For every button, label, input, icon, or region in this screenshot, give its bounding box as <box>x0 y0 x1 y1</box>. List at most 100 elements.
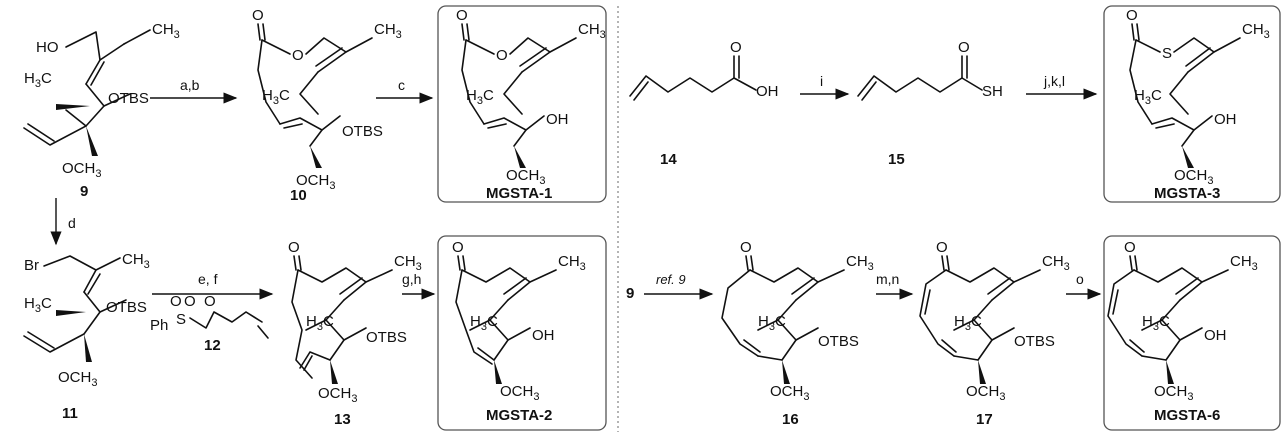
reagent-ab: a,b <box>180 77 200 93</box>
atom-H3C: H3C <box>262 87 290 107</box>
svg-text:OTBS: OTBS <box>366 329 407 346</box>
compound-13: O CH3 H3C OTBS OCH3 13 <box>288 239 422 428</box>
atom-CH3: CH3 <box>152 21 180 41</box>
atom-H3C: H3C <box>24 70 52 90</box>
svg-text:O: O <box>958 39 970 56</box>
atom-S: S <box>176 311 186 328</box>
svg-text:CH3: CH3 <box>122 251 150 271</box>
svg-text:OCH3: OCH3 <box>966 383 1005 403</box>
label-12: 12 <box>204 337 221 354</box>
svg-text:OTBS: OTBS <box>106 299 147 316</box>
reagent-gh: g,h <box>402 271 421 287</box>
compound-mgsta-3: O S CH3 H3C OH OCH3 MGSTA-3 <box>1103 5 1281 203</box>
svg-text:H3C: H3C <box>470 313 498 333</box>
svg-text:O: O <box>170 293 182 310</box>
svg-text:H3C: H3C <box>24 295 52 315</box>
reagent-d: d <box>68 215 76 231</box>
svg-text:OCH3: OCH3 <box>1174 167 1213 187</box>
compound-10: O O CH3 H3C OTBS OCH3 10 <box>252 7 402 204</box>
svg-text:OCH3: OCH3 <box>318 385 357 405</box>
compound-14: O OH 14 <box>629 39 779 168</box>
label-15: 15 <box>888 151 905 168</box>
compound-15: O SH 15 <box>857 39 1003 168</box>
svg-text:CH3: CH3 <box>1042 253 1070 273</box>
atom-OCH3: OCH3 <box>296 172 335 192</box>
atom-SH: SH <box>982 83 1003 100</box>
svg-text:H3C: H3C <box>1134 87 1162 107</box>
reagent-i: i <box>820 73 823 89</box>
svg-text:OH: OH <box>756 83 779 100</box>
label-9-start: 9 <box>626 285 634 302</box>
compound-mgsta-1: O O CH3 H3C OH OCH3 MGSTA-1 <box>437 5 607 203</box>
svg-text:O: O <box>1124 239 1136 256</box>
svg-text:CH3: CH3 <box>1230 253 1258 273</box>
atom-OCH3: OCH3 <box>62 160 101 180</box>
svg-text:H3C: H3C <box>758 313 786 333</box>
svg-text:H3C: H3C <box>1142 313 1170 333</box>
svg-text:O: O <box>292 47 304 64</box>
svg-text:CH3: CH3 <box>1242 21 1270 41</box>
svg-text:O: O <box>288 239 300 256</box>
label-mgsta-2: MGSTA-2 <box>486 407 552 424</box>
svg-text:OCH3: OCH3 <box>770 383 809 403</box>
reagent-mn: m,n <box>876 271 899 287</box>
compound-mgsta-2: O CH3 H3C OH OCH3 MGSTA-2 <box>437 235 607 431</box>
box-mgsta-6 <box>1103 235 1281 431</box>
svg-text:O: O <box>936 239 948 256</box>
svg-text:OTBS: OTBS <box>818 333 859 350</box>
label-mgsta-1: MGSTA-1 <box>486 185 552 202</box>
label-10: 10 <box>290 187 307 204</box>
svg-text:O: O <box>184 293 196 310</box>
atom-OTBS: OTBS <box>342 123 383 140</box>
atom-CH3: CH3 <box>374 21 402 41</box>
svg-text:H3C: H3C <box>466 87 494 107</box>
svg-text:OCH3: OCH3 <box>500 383 539 403</box>
atom-O: O <box>252 7 264 24</box>
label-11: 11 <box>62 405 78 422</box>
svg-text:O: O <box>456 7 468 24</box>
box-mgsta-3 <box>1103 5 1281 203</box>
svg-text:O: O <box>452 239 464 256</box>
reagent-ef: e, f <box>198 271 218 287</box>
box-mgsta-1 <box>437 5 607 203</box>
label-9: 9 <box>80 183 88 200</box>
label-14: 14 <box>660 151 677 168</box>
svg-text:CH3: CH3 <box>394 253 422 273</box>
svg-text:O: O <box>204 293 216 310</box>
svg-text:O: O <box>740 239 752 256</box>
svg-text:OTBS: OTBS <box>1014 333 1055 350</box>
label-16: 16 <box>782 411 799 428</box>
atom-OH: OH <box>546 111 569 128</box>
svg-text:CH3: CH3 <box>578 21 606 41</box>
atom-OTBS: OTBS <box>108 90 149 107</box>
svg-text:OH: OH <box>1204 327 1227 344</box>
label-mgsta-6: MGSTA-6 <box>1154 407 1220 424</box>
box-mgsta-2 <box>437 235 607 431</box>
compound-11: Br CH3 H3C OTBS OCH3 11 <box>23 251 150 422</box>
svg-text:CH3: CH3 <box>558 253 586 273</box>
label-mgsta-3: MGSTA-3 <box>1154 185 1220 202</box>
svg-text:OH: OH <box>1214 111 1237 128</box>
svg-text:H3C: H3C <box>954 313 982 333</box>
svg-text:H3C: H3C <box>306 313 334 333</box>
svg-text:O: O <box>496 47 508 64</box>
svg-text:CH3: CH3 <box>846 253 874 273</box>
atom-Br: Br <box>24 257 39 274</box>
svg-text:OH: OH <box>532 327 555 344</box>
svg-text:S: S <box>1162 45 1172 62</box>
reagent-c: c <box>398 77 405 93</box>
atom-Ph: Ph <box>150 317 168 334</box>
svg-text:O: O <box>730 39 742 56</box>
label-17: 17 <box>976 411 993 428</box>
compound-mgsta-6: O CH3 H3C OH OCH3 MGSTA-6 <box>1103 235 1281 431</box>
atom-HO: HO <box>36 39 59 56</box>
svg-text:OCH3: OCH3 <box>506 167 545 187</box>
svg-text:OCH3: OCH3 <box>58 369 97 389</box>
reagent-jkl: j,k,l <box>1043 73 1065 89</box>
svg-text:OCH3: OCH3 <box>1154 383 1193 403</box>
compound-9: HO CH3 H3C OTBS OCH3 9 <box>23 21 180 200</box>
label-13: 13 <box>334 411 351 428</box>
svg-text:O: O <box>1126 7 1138 24</box>
